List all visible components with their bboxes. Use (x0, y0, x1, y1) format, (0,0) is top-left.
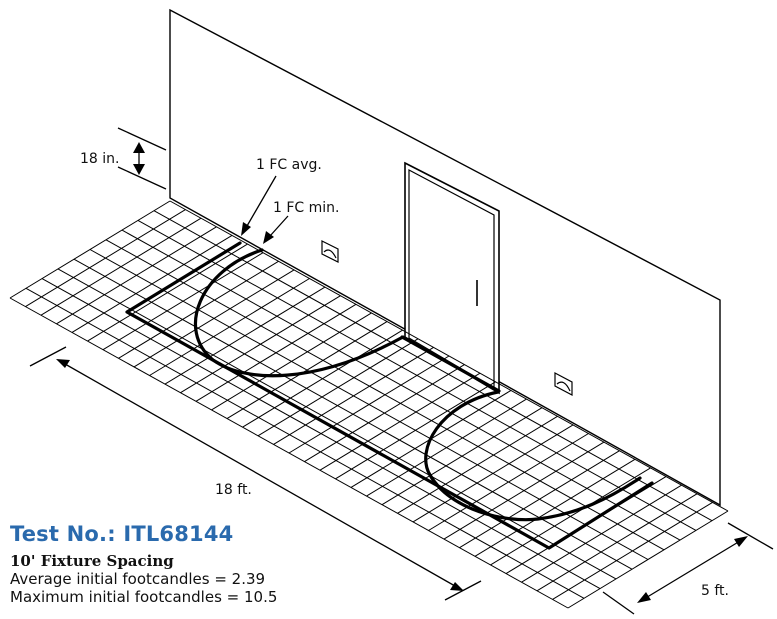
fixture-spacing: 10' Fixture Spacing (10, 552, 174, 570)
wall-fixture (554, 372, 573, 396)
grid-line (105, 239, 665, 551)
grid-line (41, 278, 601, 590)
grid-line (9, 297, 569, 609)
maximum-footcandles: Maximum initial footcandles = 10.5 (10, 588, 278, 606)
fc-min-label: 1 FC min. (273, 200, 340, 216)
floor-grid (9, 200, 729, 609)
height-dimension: 18 in. (80, 127, 167, 190)
grid-line (169, 200, 729, 512)
grid-line (57, 268, 617, 580)
grid-line (137, 219, 697, 531)
length-label: 18 ft. (215, 482, 252, 498)
fc-min-pointer: 1 FC min. (263, 200, 340, 244)
width-label: 5 ft. (701, 583, 729, 599)
fc-avg-contour (125, 241, 654, 550)
grid-line (121, 229, 681, 541)
grid-line (89, 249, 649, 560)
grid-line (153, 210, 713, 522)
length-dimension: 18 ft. (29, 346, 482, 601)
test-number: Test No.: ITL68144 (10, 522, 234, 546)
test-info: Test No.: ITL68144 10' Fixture Spacing A… (10, 522, 390, 606)
wall-fixture (321, 240, 339, 263)
fc-avg-contour (400, 335, 501, 393)
fc-min-contour (194, 248, 405, 378)
average-footcandles: Average initial footcandles = 2.39 (10, 570, 266, 588)
grid-line (25, 287, 585, 599)
fc-avg-pointer: 1 FC avg. (241, 157, 322, 236)
width-dimension: 5 ft. (602, 522, 774, 615)
height-label: 18 in. (80, 151, 119, 167)
fc-min-contour (424, 390, 642, 522)
fc-avg-label: 1 FC avg. (256, 157, 322, 173)
